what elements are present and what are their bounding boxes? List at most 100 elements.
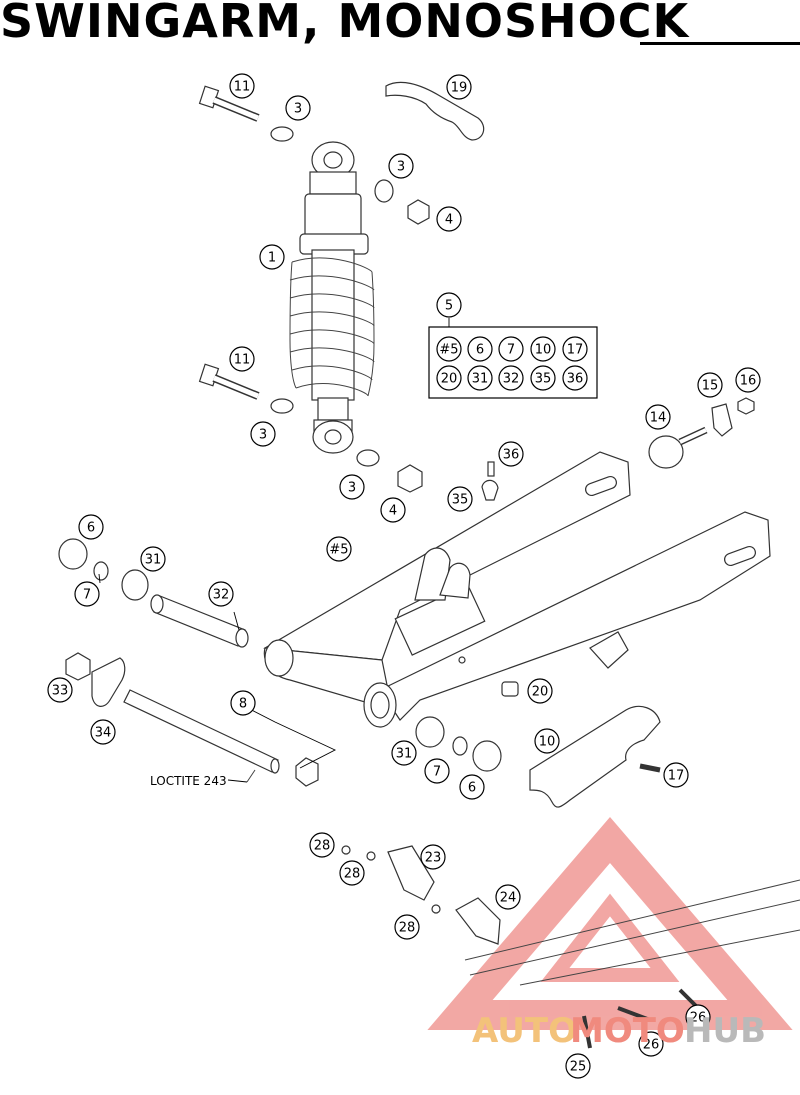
bush (501, 681, 519, 697)
kit-box (428, 326, 598, 399)
callout-number: #5 (329, 543, 348, 558)
kit-item-number: 35 (535, 372, 552, 387)
callout-number: 36 (503, 448, 520, 463)
callout-c20: 20 (527, 678, 553, 704)
slider-block (387, 845, 435, 901)
callout-number: 7 (433, 765, 441, 780)
kit-item: #5 (436, 336, 462, 362)
callout-number: 23 (425, 851, 442, 866)
upper-bolt (198, 85, 260, 122)
callout-number: 1 (268, 251, 276, 266)
callout-circle (645, 404, 671, 430)
loctite-note: LOCTITE 243 (150, 774, 227, 788)
callout-number: 10 (539, 735, 556, 750)
kit-item: 36 (562, 365, 588, 391)
callout-number: 4 (389, 504, 397, 519)
callout-circle (638, 1031, 664, 1057)
title-underline (640, 42, 800, 45)
callout-number: 4 (445, 213, 453, 228)
callout-circle (74, 581, 100, 607)
callout-circle (326, 536, 352, 562)
kit-item-circle (467, 336, 493, 362)
callout-c14: 14 (645, 404, 671, 430)
washer (270, 126, 294, 142)
kit-item-circle (530, 365, 556, 391)
callout-number: 7 (83, 588, 91, 603)
small-nut (737, 397, 755, 415)
sleeve (150, 594, 249, 648)
callout-c32: 32 (208, 581, 234, 607)
kit-item-number: 20 (441, 372, 458, 387)
kit-item-circle (562, 365, 588, 391)
callout-c3b: 3 (388, 153, 414, 179)
callout-number: 32 (213, 588, 230, 603)
watermark-text-moto: MOTO (570, 1011, 685, 1051)
callout-c26a: 26 (638, 1031, 664, 1057)
callout-cS5: #5 (326, 536, 352, 562)
callout-c35: 35 (447, 486, 473, 512)
kit-item-number: 6 (476, 343, 484, 358)
nut (407, 199, 430, 225)
o-ring (93, 561, 109, 581)
nut (431, 904, 441, 914)
kit-item: 32 (498, 365, 524, 391)
callout-c8: 8 (230, 690, 256, 716)
callout-circle (424, 758, 450, 784)
callout-c23: 23 (420, 844, 446, 870)
bracket (711, 403, 733, 437)
callout-circle (339, 860, 365, 886)
callout-circle (534, 728, 560, 754)
washer (374, 179, 394, 203)
callout-number: 11 (234, 353, 251, 368)
callout-circle (208, 581, 234, 607)
screw (582, 1015, 592, 1049)
nut (397, 464, 423, 493)
washer (270, 398, 294, 414)
callout-number: 31 (396, 747, 413, 762)
callout-number: 28 (344, 867, 361, 882)
callout-circle (447, 486, 473, 512)
callout-c11b: 11 (229, 346, 255, 372)
callout-circle (47, 677, 73, 703)
kit-item-circle (467, 365, 493, 391)
callout-c4b: 4 (380, 497, 406, 523)
callout-c15: 15 (697, 372, 723, 398)
callout-c11a: 11 (229, 73, 255, 99)
kit-item: 7 (498, 336, 524, 362)
leader-lines (98, 573, 337, 783)
callout-number: 5 (445, 299, 453, 314)
bearing (415, 716, 445, 748)
axle-nut (65, 652, 91, 681)
callout-number: 3 (259, 428, 267, 443)
callout-number: 17 (668, 769, 685, 784)
callout-number: 16 (740, 374, 757, 389)
callout-c3c: 3 (250, 421, 276, 447)
screw (487, 461, 495, 477)
callout-circle (420, 844, 446, 870)
kit-item: 17 (562, 336, 588, 362)
callout-c1: 1 (259, 244, 285, 270)
callout-c31a: 31 (140, 546, 166, 572)
callout-circle (436, 206, 462, 232)
callout-circle (498, 441, 524, 467)
callout-number: 26 (690, 1011, 707, 1026)
axle-plate (91, 657, 126, 707)
callout-c26b: 26 (685, 1004, 711, 1030)
callout-circle (229, 346, 255, 372)
mount-bolt (648, 426, 708, 469)
callout-number: 3 (294, 102, 302, 117)
clip (481, 479, 499, 501)
callout-circle (391, 740, 417, 766)
spanner (385, 81, 485, 141)
kit-item: 10 (530, 336, 556, 362)
callout-circle (436, 292, 462, 318)
callout-c28c: 28 (394, 914, 420, 940)
callout-c10: 10 (534, 728, 560, 754)
callout-c19: 19 (446, 74, 472, 100)
washer (356, 449, 380, 467)
kit-item: 31 (467, 365, 493, 391)
callout-number: 34 (95, 726, 112, 741)
callout-number: 24 (500, 891, 517, 906)
callout-number: 3 (348, 481, 356, 496)
